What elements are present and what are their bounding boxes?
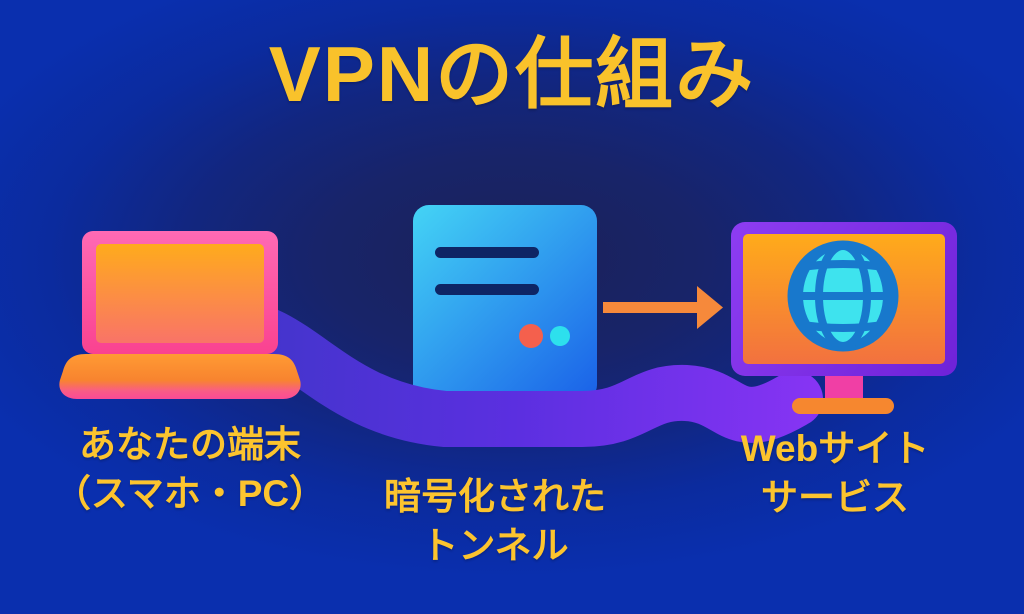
tunnel-label: 暗号化された トンネル [335, 472, 655, 570]
laptop-icon [59, 231, 301, 399]
vpn-server-icon [413, 205, 597, 401]
globe-icon [787, 240, 899, 352]
tunnel-label-line1: 暗号化された [384, 476, 606, 517]
website-label: Webサイト サービス [675, 424, 995, 522]
device-label-line1: あなたの端末 [79, 424, 301, 465]
monitor-globe-icon [731, 222, 957, 414]
server-status-dot-cyan [550, 326, 570, 346]
device-label-line2: （スマホ・PC） [53, 473, 327, 514]
website-label-line1: Webサイト [740, 428, 930, 469]
server-status-dot-red [519, 324, 543, 348]
tunnel-label-line2: トンネル [421, 525, 569, 566]
device-label: あなたの端末 （スマホ・PC） [30, 420, 350, 518]
encrypted-tunnel-ribbon [202, 298, 823, 447]
page-title: VPNの仕組み [268, 30, 756, 118]
monitor-base [792, 398, 894, 414]
flow-arrow-icon [603, 286, 723, 329]
monitor-stand [825, 372, 863, 402]
website-label-line2: サービス [761, 477, 909, 518]
